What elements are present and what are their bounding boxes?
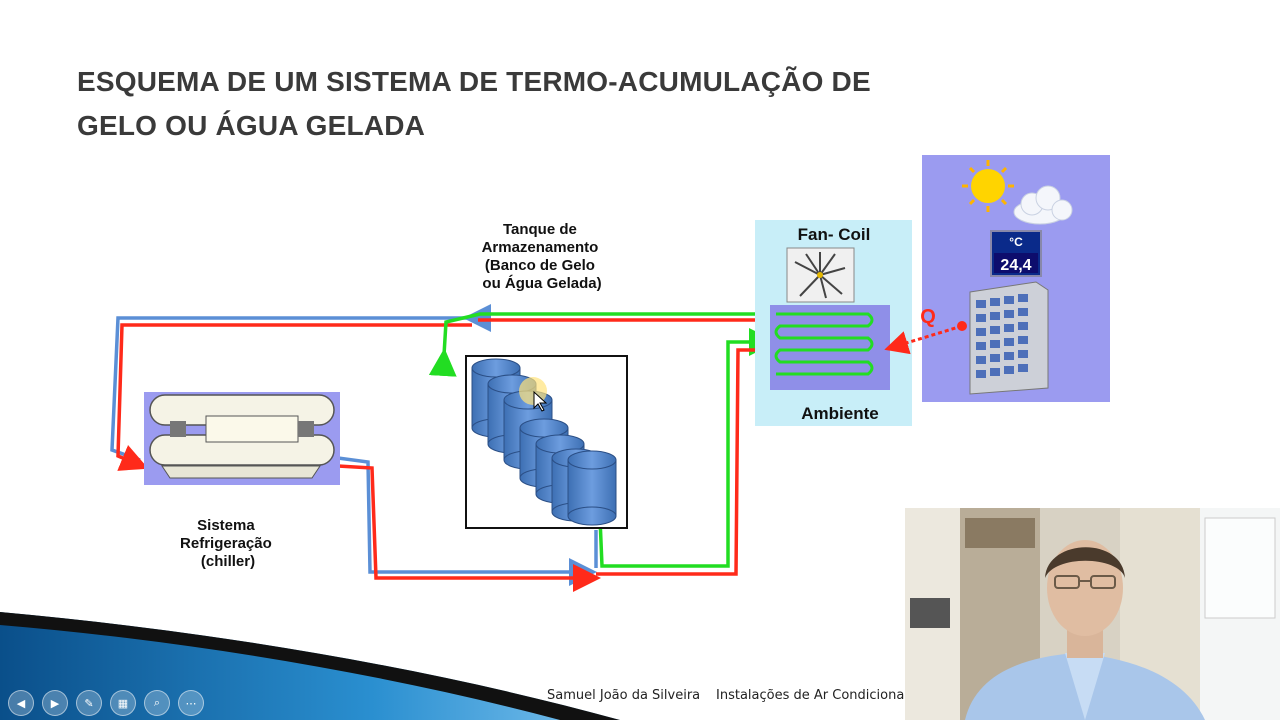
pen-icon[interactable]: ✎ bbox=[76, 690, 102, 716]
heat-flow-arrow bbox=[884, 324, 963, 355]
building-icon bbox=[969, 281, 1049, 395]
slide-title-line2: GELO OU ÁGUA GELADA bbox=[77, 110, 426, 141]
slide-title: ESQUEMA DE UM SISTEMA DE TERMO-ACUMULAÇÃ… bbox=[77, 60, 977, 148]
footer-author: Samuel João da Silveira bbox=[547, 688, 701, 703]
tank-label: Tanque de Armazenamento (Banco de Gelo o… bbox=[482, 221, 603, 292]
chiller-unit bbox=[144, 392, 340, 485]
prev-icon[interactable]: ◀ bbox=[8, 690, 34, 716]
cursor-icon bbox=[533, 390, 548, 412]
heat-label: Q bbox=[920, 306, 936, 328]
ambiente-label: Ambiente bbox=[801, 404, 878, 423]
thermometer-value: 24,4 bbox=[1000, 257, 1031, 274]
chiller-label: Sistema Refrigeração (chiller) bbox=[180, 517, 276, 570]
sun-icon bbox=[962, 160, 1014, 212]
slides-icon[interactable]: ▦ bbox=[110, 690, 136, 716]
fan-coil-unit bbox=[755, 220, 912, 426]
presenter-webcam bbox=[905, 508, 1280, 720]
next-icon[interactable]: ▶ bbox=[42, 690, 68, 716]
zoom-icon[interactable]: ⌕ bbox=[144, 690, 170, 716]
more-icon[interactable]: ⋯ bbox=[178, 690, 204, 716]
storage-tank bbox=[465, 355, 628, 529]
slide-title-line1: ESQUEMA DE UM SISTEMA DE TERMO-ACUMULAÇÃ… bbox=[77, 66, 871, 97]
thermometer-unit: °C bbox=[1009, 235, 1023, 249]
cloud-icon bbox=[1013, 185, 1073, 225]
footer-course: Instalações de Ar Condicionad bbox=[716, 688, 913, 703]
fan-coil-label: Fan- Coil bbox=[798, 225, 871, 244]
building-panel bbox=[922, 155, 1110, 402]
slideshow-controls: ◀ ▶ ✎ ▦ ⌕ ⋯ bbox=[8, 690, 204, 716]
piping-lines bbox=[110, 304, 777, 592]
